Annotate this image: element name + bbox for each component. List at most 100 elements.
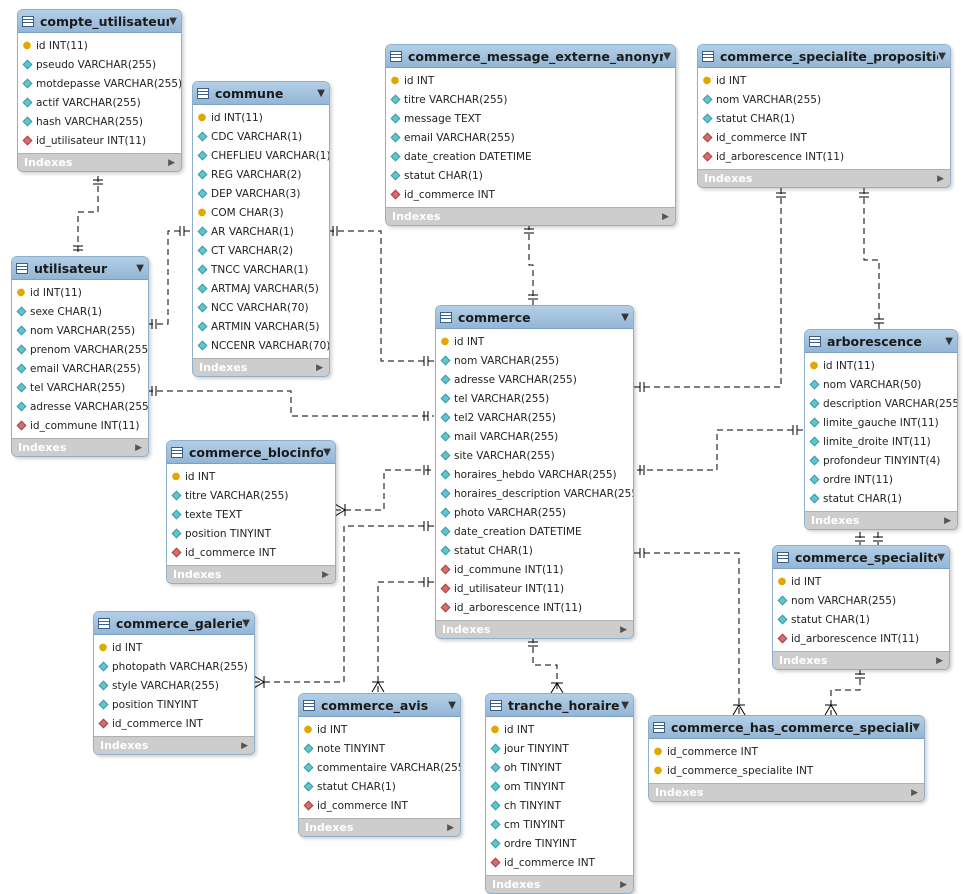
column-row[interactable]: statut CHAR(1) bbox=[299, 777, 460, 796]
column-row[interactable]: statut CHAR(1) bbox=[773, 610, 949, 629]
column-row[interactable]: ●id INT bbox=[698, 71, 950, 90]
column-row[interactable]: TNCC VARCHAR(1) bbox=[193, 260, 329, 279]
table-header[interactable]: commerce_specialite_proposition▼ bbox=[698, 45, 950, 68]
column-row[interactable]: ●id INT bbox=[436, 332, 633, 351]
expand-arrow-icon[interactable]: ▶ bbox=[447, 822, 454, 833]
column-row[interactable]: ●id INT bbox=[486, 720, 633, 739]
table-header[interactable]: tranche_horaire▼ bbox=[486, 694, 633, 717]
collapse-arrow-icon[interactable]: ▼ bbox=[938, 50, 946, 62]
expand-arrow-icon[interactable]: ▶ bbox=[316, 362, 323, 373]
expand-arrow-icon[interactable]: ▶ bbox=[936, 655, 943, 666]
collapse-arrow-icon[interactable]: ▼ bbox=[242, 617, 250, 629]
table-header[interactable]: commune▼ bbox=[193, 82, 329, 105]
table-compte-utilisateur[interactable]: compte_utilisateur▼●id INT(11)pseudo VAR… bbox=[17, 9, 182, 172]
column-row[interactable]: statut CHAR(1) bbox=[386, 166, 675, 185]
indexes-section[interactable]: Indexes▶ bbox=[299, 818, 460, 836]
column-row[interactable]: om TINYINT bbox=[486, 777, 633, 796]
indexes-section[interactable]: Indexes▶ bbox=[167, 565, 335, 583]
column-row[interactable]: ARTMAJ VARCHAR(5) bbox=[193, 279, 329, 298]
column-row[interactable]: tel2 VARCHAR(255) bbox=[436, 408, 633, 427]
column-row[interactable]: commentaire VARCHAR(255) bbox=[299, 758, 460, 777]
indexes-section[interactable]: Indexes▶ bbox=[193, 358, 329, 376]
indexes-section[interactable]: Indexes▶ bbox=[94, 736, 254, 754]
column-row[interactable]: ●id INT(11) bbox=[805, 356, 957, 375]
column-row[interactable]: email VARCHAR(255) bbox=[386, 128, 675, 147]
table-utilisateur[interactable]: utilisateur▼●id INT(11)sexe CHAR(1)nom V… bbox=[11, 256, 149, 457]
table-header[interactable]: commerce_galerie▼ bbox=[94, 612, 254, 635]
column-row[interactable]: sexe CHAR(1) bbox=[12, 302, 148, 321]
table-header[interactable]: arborescence▼ bbox=[805, 330, 957, 353]
column-row[interactable]: id_commerce INT bbox=[698, 128, 950, 147]
column-row[interactable]: position TINYINT bbox=[167, 524, 335, 543]
collapse-arrow-icon[interactable]: ▼ bbox=[317, 87, 325, 99]
expand-arrow-icon[interactable]: ▶ bbox=[168, 157, 175, 168]
column-row[interactable]: texte TEXT bbox=[167, 505, 335, 524]
column-row[interactable]: ●id_commerce_specialite INT bbox=[649, 761, 924, 780]
expand-arrow-icon[interactable]: ▶ bbox=[322, 569, 329, 580]
column-row[interactable]: ●id INT(11) bbox=[18, 36, 181, 55]
column-row[interactable]: statut CHAR(1) bbox=[805, 489, 957, 508]
column-row[interactable]: ARTMIN VARCHAR(5) bbox=[193, 317, 329, 336]
column-row[interactable]: ●id INT bbox=[167, 467, 335, 486]
table-header[interactable]: commerce_blocinfo▼ bbox=[167, 441, 335, 464]
column-row[interactable]: photo VARCHAR(255) bbox=[436, 503, 633, 522]
column-row[interactable]: adresse VARCHAR(255) bbox=[12, 397, 148, 416]
column-row[interactable]: horaires_hebdo VARCHAR(255) bbox=[436, 465, 633, 484]
column-row[interactable]: ●id INT bbox=[386, 71, 675, 90]
expand-arrow-icon[interactable]: ▶ bbox=[620, 879, 627, 890]
column-row[interactable]: id_arborescence INT(11) bbox=[773, 629, 949, 648]
table-header[interactable]: compte_utilisateur▼ bbox=[18, 10, 181, 33]
column-row[interactable]: nom VARCHAR(255) bbox=[436, 351, 633, 370]
column-row[interactable]: CHEFLIEU VARCHAR(1) bbox=[193, 146, 329, 165]
column-row[interactable]: nom VARCHAR(255) bbox=[698, 90, 950, 109]
column-row[interactable]: horaires_description VARCHAR(255) bbox=[436, 484, 633, 503]
table-header[interactable]: commerce▼ bbox=[436, 306, 633, 329]
indexes-section[interactable]: Indexes▶ bbox=[12, 438, 148, 456]
column-row[interactable]: motdepasse VARCHAR(255) bbox=[18, 74, 181, 93]
column-row[interactable]: id_commune INT(11) bbox=[436, 560, 633, 579]
column-row[interactable]: actif VARCHAR(255) bbox=[18, 93, 181, 112]
column-row[interactable]: id_utilisateur INT(11) bbox=[18, 131, 181, 150]
column-row[interactable]: nom VARCHAR(255) bbox=[773, 591, 949, 610]
column-row[interactable]: nom VARCHAR(50) bbox=[805, 375, 957, 394]
column-row[interactable]: AR VARCHAR(1) bbox=[193, 222, 329, 241]
column-row[interactable]: DEP VARCHAR(3) bbox=[193, 184, 329, 203]
column-row[interactable]: profondeur TINYINT(4) bbox=[805, 451, 957, 470]
column-row[interactable]: adresse VARCHAR(255) bbox=[436, 370, 633, 389]
collapse-arrow-icon[interactable]: ▼ bbox=[621, 311, 629, 323]
table-arborescence[interactable]: arborescence▼●id INT(11)nom VARCHAR(50)d… bbox=[804, 329, 958, 530]
column-row[interactable]: mail VARCHAR(255) bbox=[436, 427, 633, 446]
column-row[interactable]: CDC VARCHAR(1) bbox=[193, 127, 329, 146]
column-row[interactable]: tel VARCHAR(255) bbox=[12, 378, 148, 397]
column-row[interactable]: statut CHAR(1) bbox=[698, 109, 950, 128]
column-row[interactable]: id_commerce INT bbox=[386, 185, 675, 204]
column-row[interactable]: note TINYINT bbox=[299, 739, 460, 758]
column-row[interactable]: photopath VARCHAR(255) bbox=[94, 657, 254, 676]
column-row[interactable]: id_arborescence INT(11) bbox=[436, 598, 633, 617]
table-commerce-has-commerce-specialite[interactable]: commerce_has_commerce_specialite▼●id_com… bbox=[648, 715, 925, 802]
column-row[interactable]: ●id_commerce INT bbox=[649, 742, 924, 761]
collapse-arrow-icon[interactable]: ▼ bbox=[169, 15, 177, 27]
expand-arrow-icon[interactable]: ▶ bbox=[937, 173, 944, 184]
indexes-section[interactable]: Indexes▶ bbox=[386, 207, 675, 225]
column-row[interactable]: ordre TINYINT bbox=[486, 834, 633, 853]
column-row[interactable]: style VARCHAR(255) bbox=[94, 676, 254, 695]
table-header[interactable]: commerce_avis▼ bbox=[299, 694, 460, 717]
expand-arrow-icon[interactable]: ▶ bbox=[911, 787, 918, 798]
expand-arrow-icon[interactable]: ▶ bbox=[135, 442, 142, 453]
indexes-section[interactable]: Indexes▶ bbox=[773, 651, 949, 669]
column-row[interactable]: REG VARCHAR(2) bbox=[193, 165, 329, 184]
column-row[interactable]: ●id INT bbox=[94, 638, 254, 657]
column-row[interactable]: ●id INT bbox=[773, 572, 949, 591]
column-row[interactable]: oh TINYINT bbox=[486, 758, 633, 777]
collapse-arrow-icon[interactable]: ▼ bbox=[448, 699, 456, 711]
column-row[interactable]: limite_droite INT(11) bbox=[805, 432, 957, 451]
indexes-section[interactable]: Indexes▶ bbox=[436, 620, 633, 638]
column-row[interactable]: ●id INT(11) bbox=[12, 283, 148, 302]
indexes-section[interactable]: Indexes▶ bbox=[649, 783, 924, 801]
column-row[interactable]: titre VARCHAR(255) bbox=[386, 90, 675, 109]
